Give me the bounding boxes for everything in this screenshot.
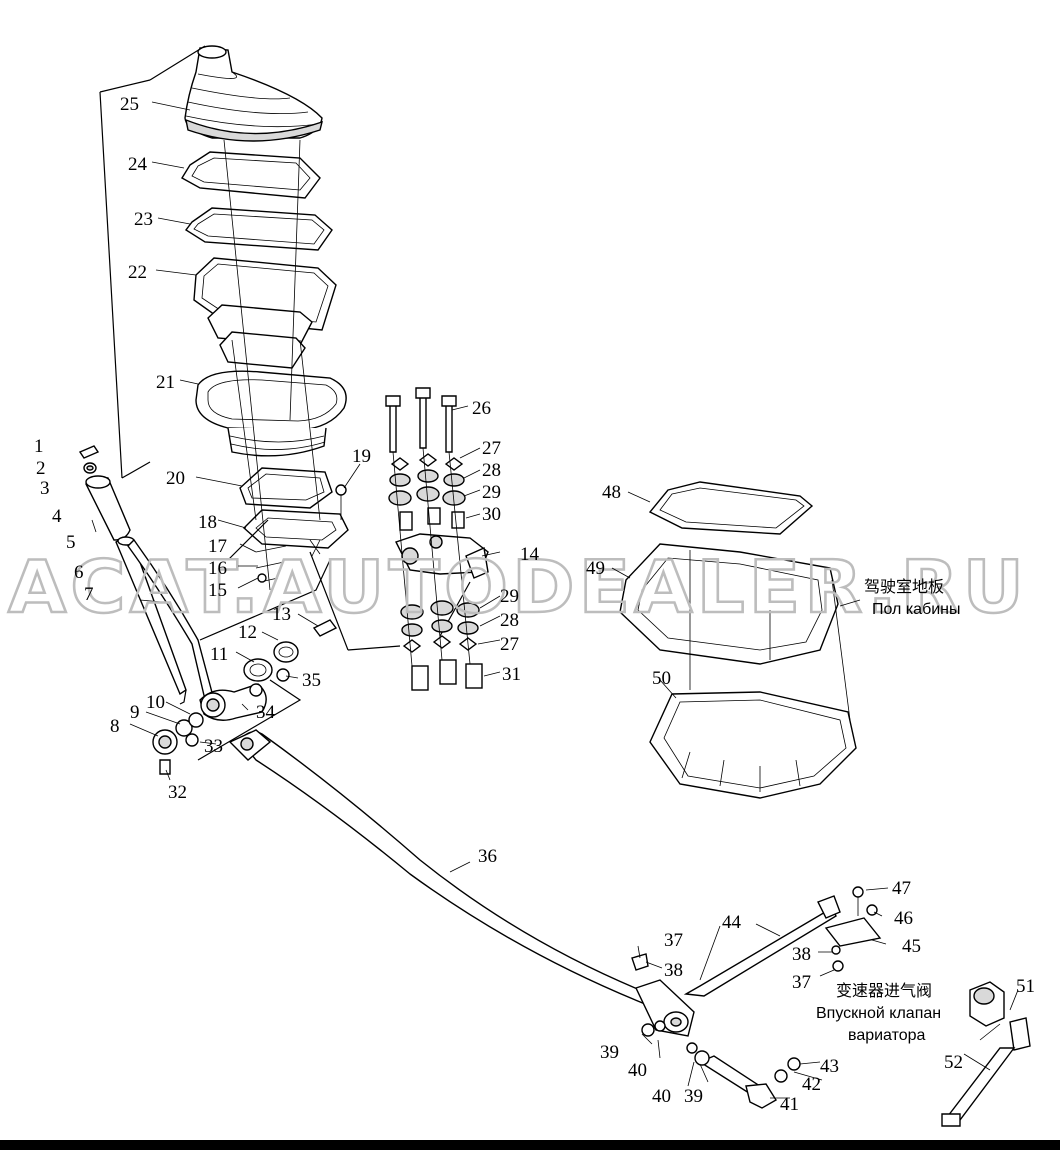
label-28b: 28 [500,610,519,631]
bottom-border [0,1140,1060,1150]
leader-lines [129,101,1019,1099]
label-27: 27 [482,438,501,459]
valve-linkage [641,886,882,1109]
label-44: 44 [722,912,742,933]
label-17: 17 [208,536,227,557]
note-valve-ru-2: вариатора [848,1027,926,1044]
label-32: 32 [168,782,187,803]
label-2: 2 [36,458,46,479]
label-33: 33 [204,736,223,757]
pivot-parts [152,619,338,775]
label-16: 16 [208,558,227,579]
label-10: 10 [146,692,165,713]
shift-boot-assembly [181,45,349,591]
label-5: 5 [66,532,76,553]
label-7: 7 [84,584,94,605]
note-valve-cn: 变速器进气阀 [836,982,932,1000]
label-27b: 27 [500,634,519,655]
label-23: 23 [134,209,153,230]
label-40b: 40 [652,1086,671,1107]
note-cab-floor-ru: Пол кабины [872,601,961,618]
label-39b: 39 [684,1086,703,1107]
label-52: 52 [944,1052,963,1073]
bracket-parts [255,484,489,583]
label-4: 4 [52,506,62,527]
label-6: 6 [74,562,84,583]
label-34: 34 [256,702,276,723]
label-50: 50 [652,668,671,689]
label-51: 51 [1016,976,1035,997]
watermark-text: ACAT.AUTODEALER.RU [8,545,1028,629]
label-41: 41 [780,1094,799,1115]
label-8: 8 [110,716,120,737]
label-35: 35 [302,670,321,691]
shift-rod [228,729,695,1037]
label-24: 24 [128,154,148,175]
label-37: 37 [664,930,683,951]
label-45: 45 [902,936,921,957]
inlet-valve [941,981,1031,1127]
label-11: 11 [210,644,228,665]
label-43: 43 [820,1056,839,1077]
label-13: 13 [272,604,291,625]
label-49: 49 [586,558,605,579]
label-21: 21 [156,372,175,393]
callout-labels: 1 2 3 4 5 6 7 8 9 10 11 12 13 14 15 16 1… [34,94,1035,1115]
label-39: 39 [600,1042,619,1063]
label-1: 1 [34,436,44,457]
label-28: 28 [482,460,501,481]
label-20: 20 [166,468,185,489]
label-31: 31 [502,664,521,685]
label-19: 19 [352,446,371,467]
label-26: 26 [472,398,491,419]
shift-knob-parts [78,445,215,706]
label-12: 12 [238,622,257,643]
mount-stack [385,387,483,691]
label-48: 48 [602,482,621,503]
label-29b: 29 [500,586,519,607]
label-47: 47 [892,878,911,899]
cab-floor-opening [619,481,857,799]
label-18: 18 [198,512,217,533]
label-14: 14 [520,544,540,565]
label-29: 29 [482,482,501,503]
label-38b: 38 [792,944,811,965]
note-cab-floor-cn: 驾驶室地板 [864,578,944,596]
label-25: 25 [120,94,139,115]
label-15: 15 [208,580,227,601]
label-40: 40 [628,1060,647,1081]
label-3: 3 [40,478,50,499]
label-38: 38 [664,960,683,981]
label-46: 46 [894,908,913,929]
label-37b: 37 [792,972,811,993]
label-22: 22 [128,262,147,283]
label-36: 36 [478,846,497,867]
label-42: 42 [802,1074,821,1095]
label-9: 9 [130,702,140,723]
label-30: 30 [482,504,501,525]
note-valve-ru-1: Впускной клапан [816,1005,941,1022]
